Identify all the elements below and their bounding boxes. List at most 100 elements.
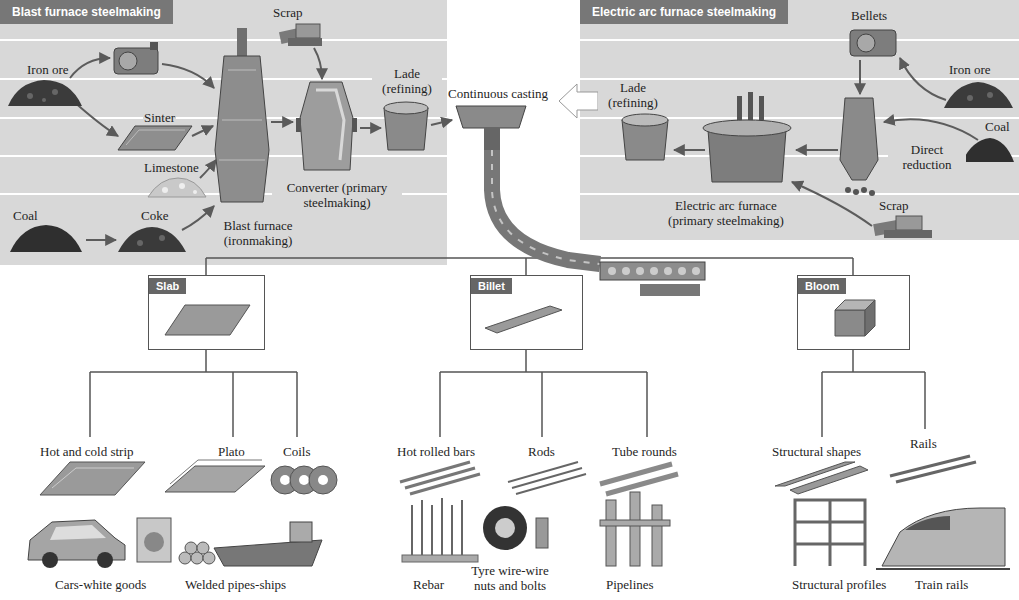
direct-reduction-shaft [853,189,859,195]
box-heading: Bloom [798,278,846,294]
iron-ore-pile [967,95,973,101]
process-label: Coal [984,119,1011,134]
washer-picture [137,518,171,562]
train-picture [905,516,950,530]
continuous-caster [492,150,600,264]
flow-arrow [859,60,861,94]
scrap-pile [296,24,320,38]
shape-picture [775,462,868,494]
grinding-mill [119,52,137,70]
label-slot: Coke [140,206,169,224]
train-picture [876,568,1010,570]
bloom-picture [835,300,875,336]
label-slot: Rails [910,434,937,452]
panel-stripes [0,40,1019,194]
coke-pile [159,235,165,241]
limestone-pile [162,187,168,193]
label-slot: Direct reduction [888,142,966,172]
converter [352,118,357,132]
scrap-pile [279,24,322,46]
sinter-plant [118,126,192,150]
iron-ore-pile [52,89,58,95]
product-label: Train rails [915,577,968,592]
product-label: Rebar [413,577,444,592]
car-picture [42,552,58,568]
grinding-mill [114,48,158,74]
box-heading: Slab [149,278,186,294]
ladle [384,102,428,114]
process-label: Scrap [878,198,910,213]
converter [296,118,301,132]
label-slot: Plato [218,442,245,460]
rebar-picture [461,500,463,556]
pipeline-picture [652,505,662,566]
tube-picture [606,474,678,494]
direct-reduction-shaft [869,190,875,196]
plate-picture [170,460,262,484]
label-slot: Welded pipes-ships [185,575,286,593]
panel-stripes [580,193,1019,195]
label-slot: Scrap [878,196,910,214]
iron-ore-pile [987,92,993,98]
tyre-picture [495,518,515,538]
flow-arrow [360,127,381,129]
rebar-picture [402,555,478,562]
panel-stripes [580,39,1019,41]
electric-arc-furnace [737,96,742,122]
label-slot: Hot rolled bars [397,442,475,460]
box-heading: Billet [471,278,512,294]
label-slot: Sinter [143,108,176,126]
label-slot: Continuous casting [448,84,548,102]
rail-picture [890,456,976,482]
iron-ore-pile [944,82,1013,108]
coke-pile [118,227,186,252]
train-picture [882,508,1005,566]
car-picture [50,525,106,540]
panel-stripes [0,39,447,41]
product-label: Structural profiles [792,577,886,592]
blast-furnace [219,70,265,160]
flow-arrow [192,126,213,136]
washer-picture [137,518,171,562]
label-slot: Limestone [143,158,200,176]
direct-reduction-shaft [840,98,878,180]
billet-picture [485,306,562,333]
process-label: Scrap [272,5,304,20]
plate-picture [165,466,265,492]
profile-picture [795,500,865,566]
label-slot: Tyre wire-wire nuts and bolts [460,563,560,593]
ladle [384,102,428,150]
product-label: Rails [910,436,937,451]
tyre-picture [483,506,548,550]
rebar-picture [451,505,453,556]
product-label: Hot and cold strip [40,444,134,459]
flow-arrow [200,160,216,178]
panel-heading: Electric arc furnace steelmaking [580,0,788,24]
washer-picture [144,532,164,552]
label-slot: Coal [984,117,1011,135]
rail-picture [896,462,976,482]
pipeline-picture [600,492,670,566]
limestone-pile [193,190,197,194]
tree-line [206,258,853,275]
strip-picture [40,462,145,495]
flow-arrow [314,48,322,79]
coal-pile [10,225,82,252]
pellet-plant [857,34,875,52]
label-slot: Iron ore [948,60,992,78]
electric-arc-furnace [703,120,791,136]
coil-picture [271,466,337,494]
electric-arc-furnace [708,130,786,182]
label-slot: Coils [283,442,310,460]
label-slot: Hot and cold strip [40,442,134,460]
bloom-picture [865,300,875,336]
bar-picture [410,474,480,494]
coke-pile [137,240,143,246]
continuous-caster [622,267,630,275]
rebar-picture [431,505,433,556]
label-slot: Blast furnace (ironmaking) [208,218,308,248]
bloom-picture [835,310,865,336]
process-label: Iron ore [26,62,70,77]
scrap-pile [873,216,932,238]
